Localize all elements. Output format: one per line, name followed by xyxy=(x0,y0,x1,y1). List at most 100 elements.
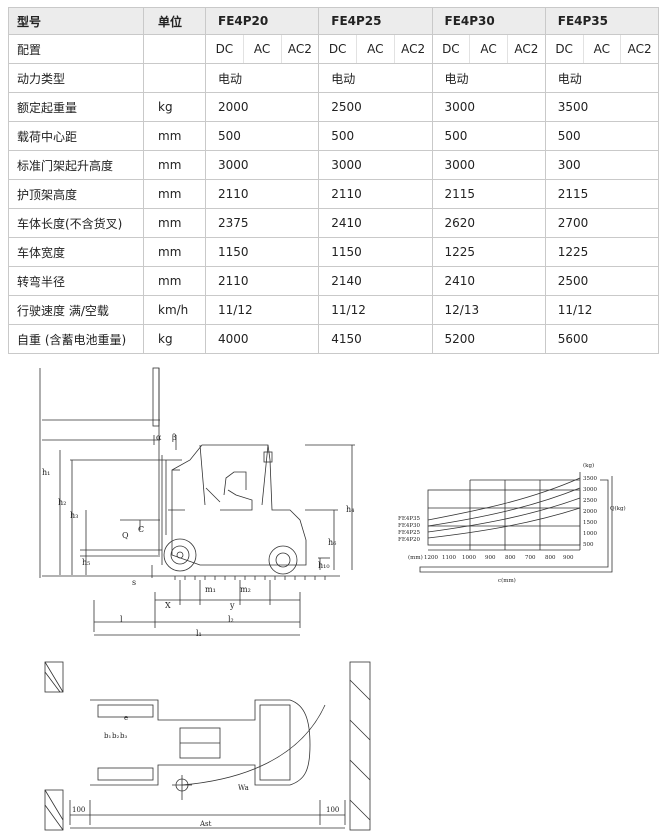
row-label: 动力类型 xyxy=(8,63,144,93)
row-value: 电动 xyxy=(431,63,546,93)
row-unit xyxy=(143,63,206,93)
config-cell: DC AC AC2 xyxy=(544,34,660,64)
chart-x-tick: 1000 xyxy=(462,555,476,561)
header-unit-label: 单位 xyxy=(143,7,206,35)
label-b1: b₁ xyxy=(104,732,111,740)
row-value: 2500 xyxy=(318,92,433,122)
chart-series-label: FE4P20 xyxy=(398,537,421,543)
chart-y-tick: 3500 xyxy=(583,476,597,482)
row-value: 4150 xyxy=(318,324,433,354)
row-value: 11/12 xyxy=(204,295,320,325)
row-unit: mm xyxy=(143,150,206,180)
header-model: FE4P30 xyxy=(431,7,546,35)
row-label: 载荷中心距 xyxy=(8,121,144,151)
label-l: l xyxy=(120,615,123,624)
label-c: C xyxy=(138,525,144,534)
label-y: y xyxy=(229,601,235,610)
chart-x-tick: 1100 xyxy=(442,555,456,561)
row-label: 额定起重量 xyxy=(8,92,144,122)
config-option: AC2 xyxy=(393,35,431,63)
label-alpha: α xyxy=(156,433,162,442)
config-option: DC xyxy=(215,42,234,56)
label-l2: l₂ xyxy=(228,615,234,624)
row-unit: kg xyxy=(143,324,206,354)
row-value: 3000 xyxy=(204,150,320,180)
row-value: 500 xyxy=(318,121,433,151)
row-value: 电动 xyxy=(318,63,433,93)
config-option: AC2 xyxy=(280,35,318,63)
chart-x-tick: 800 xyxy=(505,555,516,561)
row-value: 1225 xyxy=(544,237,660,267)
chart-series-label: FE4P35 xyxy=(398,516,421,522)
row-value: 1150 xyxy=(318,237,433,267)
header-model: FE4P20 xyxy=(204,7,320,35)
config-option: AC xyxy=(582,35,621,63)
forklift-drawings: h₁ h₂ h₃ h₄ h₅ h₆ h₁₀ α β Q C s X y m₁ m… xyxy=(39,367,626,831)
config-option: DC xyxy=(328,42,347,56)
chart-y-tick: 2500 xyxy=(583,498,597,504)
row-value: 2110 xyxy=(204,266,320,296)
label-h4: h₄ xyxy=(346,505,354,514)
label-m1: m₁ xyxy=(205,585,216,594)
row-value: 5200 xyxy=(431,324,546,354)
table-header-row: 型号 单位 FE4P20 FE4P25 FE4P30 FE4P35 xyxy=(8,7,660,35)
row-value: 2410 xyxy=(431,266,546,296)
row-value: 2500 xyxy=(544,266,660,296)
label-100-left: 100 xyxy=(72,806,85,814)
row-value: 5600 xyxy=(544,324,660,354)
row-value: 2375 xyxy=(204,208,320,238)
row-unit: mm xyxy=(143,237,206,267)
spec-table: 型号 单位 FE4P20 FE4P25 FE4P30 FE4P35 配置 DC … xyxy=(8,7,660,354)
row-value: 1225 xyxy=(431,237,546,267)
row-value: 500 xyxy=(204,121,320,151)
row-label: 车体宽度 xyxy=(8,237,144,267)
config-cell: DC AC AC2 xyxy=(431,34,546,64)
chart-x-tick: 700 xyxy=(525,555,536,561)
label-b3: b₃ xyxy=(120,732,127,740)
label-s: s xyxy=(132,578,136,587)
load-capacity-chart xyxy=(419,472,613,573)
config-option: AC xyxy=(356,35,394,63)
row-value: 电动 xyxy=(204,63,320,93)
top-view-drawing xyxy=(44,661,371,831)
chart-y-tick: 1500 xyxy=(583,520,597,526)
label-l1: l₁ xyxy=(196,629,202,638)
row-value: 电动 xyxy=(544,63,660,93)
row-label: 行驶速度 满/空载 xyxy=(8,295,144,325)
row-value: 3000 xyxy=(318,150,433,180)
row-label: 护顶架高度 xyxy=(8,179,144,209)
chart-y-tick: 1000 xyxy=(583,531,597,537)
chart-q-label: Q(kg) xyxy=(610,505,626,512)
chart-c-label: c(mm) xyxy=(498,577,516,584)
row-value: 2115 xyxy=(431,179,546,209)
chart-x-tick: 1200 xyxy=(424,555,438,561)
row-value: 3000 xyxy=(431,92,546,122)
row-unit: mm xyxy=(143,179,206,209)
chart-y-tick: 3000 xyxy=(583,487,597,493)
config-option: AC2 xyxy=(620,35,657,63)
row-value: 2110 xyxy=(318,179,433,209)
row-value: 2110 xyxy=(204,179,320,209)
row-label: 车体长度(不含货叉) xyxy=(8,208,144,238)
side-view-drawing xyxy=(39,367,355,636)
label-x: X xyxy=(165,601,171,610)
config-option: AC xyxy=(242,35,281,63)
row-value: 11/12 xyxy=(318,295,433,325)
row-value: 2115 xyxy=(544,179,660,209)
row-value: 500 xyxy=(544,121,660,151)
label-wa: Wa xyxy=(238,784,249,792)
label-h3: h₃ xyxy=(70,511,78,520)
chart-y-tick: 500 xyxy=(583,542,594,548)
chart-series-label: FE4P25 xyxy=(398,530,421,536)
label-ast: Ast xyxy=(199,820,212,828)
config-cell: DC AC AC2 xyxy=(204,34,320,64)
config-option: DC xyxy=(555,42,573,56)
